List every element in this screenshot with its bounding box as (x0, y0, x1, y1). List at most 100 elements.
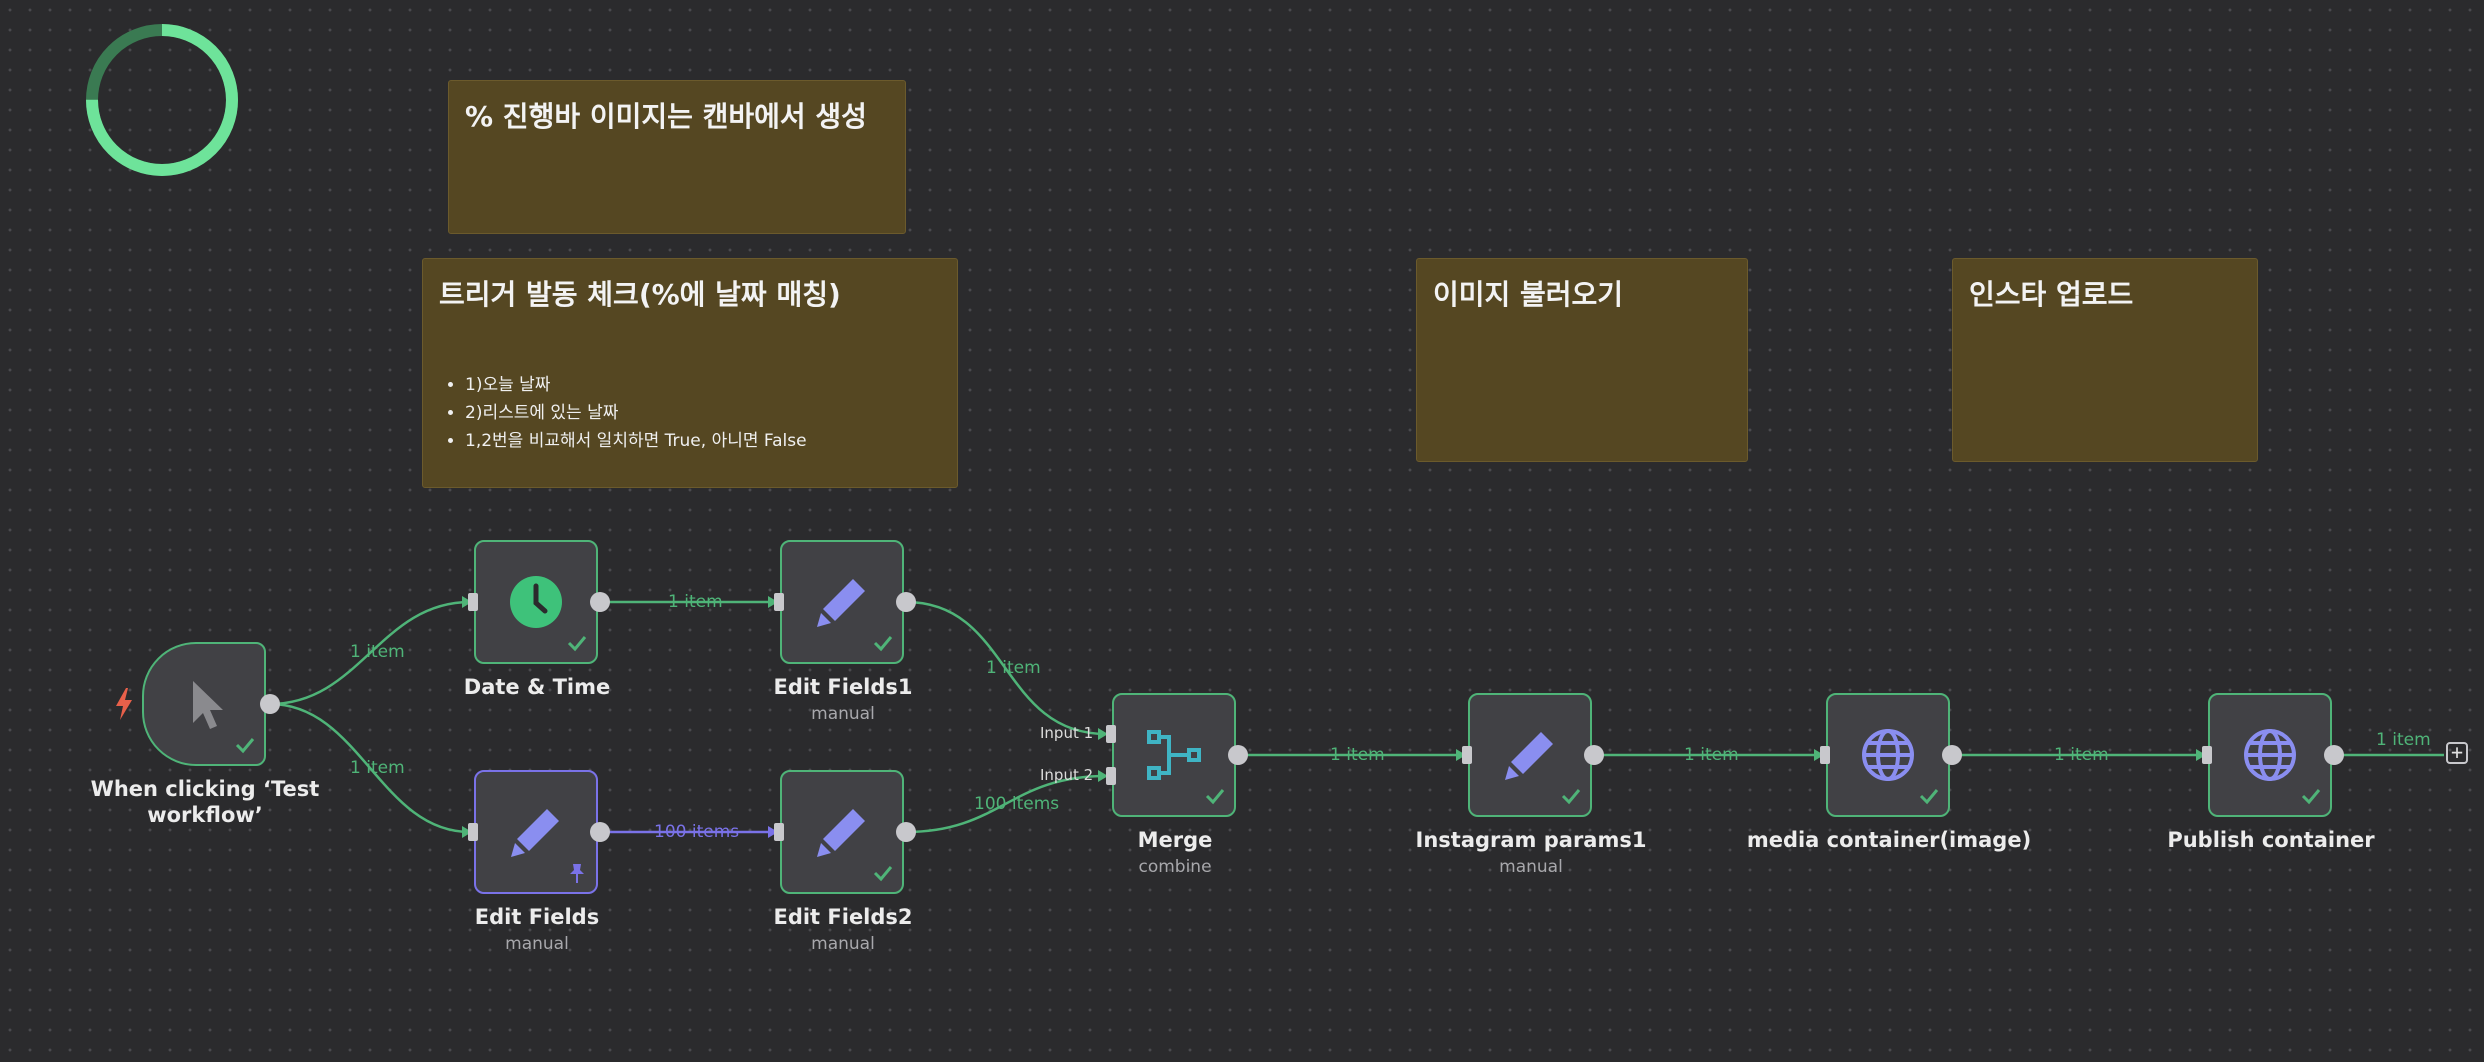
arrowhead (1456, 749, 1466, 761)
sticky-title: 트리거 발동 체크(%에 날짜 매칭) (439, 278, 841, 311)
edge-label: 1 item (668, 592, 723, 612)
input-label-1: Input 1 (1040, 724, 1094, 742)
sticky-note-trigger-check[interactable]: 트리거 발동 체크(%에 날짜 매칭) 1)오늘 날짜 2)리스트에 있는 날짜… (422, 258, 958, 488)
output-port[interactable] (590, 822, 610, 842)
output-port[interactable] (590, 592, 610, 612)
sticky-note-load-image[interactable]: 이미지 불러오기 (1416, 258, 1748, 462)
arrowhead (2196, 749, 2206, 761)
edge-label: 100 items (654, 822, 740, 842)
node-label: Edit Fields (474, 905, 600, 929)
node-trigger[interactable] (142, 642, 266, 766)
node-edit-fields1[interactable] (780, 540, 904, 664)
output-port[interactable] (896, 822, 916, 842)
input-port-1[interactable] (1106, 725, 1116, 743)
sticky-title: % 진행바 이미지는 캔바에서 생성 (465, 100, 867, 133)
node-label: Edit Fields2 (773, 905, 913, 929)
node-label: Edit Fields1 (773, 675, 913, 699)
arrowhead (1098, 728, 1108, 740)
edge-label: 1 item (1684, 745, 1739, 765)
input-port[interactable] (1820, 746, 1830, 764)
edge-editfields2-merge (905, 774, 1107, 834)
node-label: Instagram params1 (1415, 828, 1647, 852)
node-subtitle: manual (811, 704, 875, 724)
input-port[interactable] (468, 823, 478, 841)
sticky-title: 인스타 업로드 (1969, 278, 2134, 311)
sticky-bullet: 2)리스트에 있는 날짜 (465, 399, 941, 427)
input-port[interactable] (2202, 746, 2212, 764)
arrowhead (1098, 770, 1108, 782)
node-edit-fields2[interactable] (780, 770, 904, 894)
edge-label: 1 item (2376, 730, 2431, 750)
check-icon (873, 636, 893, 652)
lightning-icon (116, 688, 132, 720)
sticky-bullet: 1)오늘 날짜 (465, 371, 941, 399)
output-port[interactable] (2324, 745, 2344, 765)
check-icon (1205, 789, 1225, 805)
output-port[interactable] (1228, 745, 1248, 765)
check-icon (1919, 789, 1939, 805)
output-port[interactable] (896, 592, 916, 612)
arrowhead (768, 826, 778, 838)
node-merge[interactable] (1112, 693, 1236, 817)
sticky-bullet: 1,2번을 비교해서 일치하면 True, 아니면 False (465, 427, 941, 455)
add-node-button[interactable]: + (2446, 742, 2468, 764)
node-label: media container(image) (1746, 828, 2032, 852)
input-port-2[interactable] (1106, 767, 1116, 785)
check-icon (2301, 789, 2321, 805)
input-label-2: Input 2 (1040, 766, 1094, 784)
edge-label: 100 items (974, 794, 1060, 814)
arrowhead (462, 826, 472, 838)
node-subtitle: manual (1499, 857, 1563, 877)
pencil-icon (1505, 732, 1553, 780)
input-port[interactable] (774, 593, 784, 611)
sticky-note-insta-upload[interactable]: 인스타 업로드 (1952, 258, 2258, 462)
check-icon (567, 636, 587, 652)
globe-icon (1862, 729, 1914, 781)
node-label: Publish container (2167, 828, 2375, 852)
sticky-bullets: 1)오늘 날짜 2)리스트에 있는 날짜 1,2번을 비교해서 일치하면 Tru… (439, 371, 941, 455)
check-icon (873, 866, 893, 882)
cursor-icon (193, 681, 223, 729)
arrowhead (462, 596, 472, 608)
node-label: Merge (1137, 828, 1213, 852)
node-label: Date & Time (463, 675, 611, 699)
node-media-container[interactable] (1826, 693, 1950, 817)
loading-spinner (86, 24, 238, 176)
node-edit-fields[interactable] (474, 770, 598, 894)
sticky-title: 이미지 불러오기 (1433, 278, 1624, 311)
arrowhead (768, 596, 778, 608)
sticky-note-progress[interactable]: % 진행바 이미지는 캔바에서 생성 (448, 80, 906, 234)
edge-trigger-datetime (269, 600, 471, 706)
arrowhead (1814, 749, 1824, 761)
check-icon (235, 738, 255, 754)
edge-label: 1 item (986, 658, 1041, 678)
node-date-time[interactable] (474, 540, 598, 664)
edge-label: 1 item (350, 758, 405, 778)
pencil-icon (511, 809, 559, 857)
check-icon (1561, 789, 1581, 805)
output-port[interactable] (260, 694, 280, 714)
pencil-icon (817, 579, 865, 627)
node-subtitle: manual (811, 934, 875, 954)
pin-icon (570, 864, 584, 883)
output-port[interactable] (1942, 745, 1962, 765)
edge-label: 1 item (350, 642, 405, 662)
edge-label: 1 item (1330, 745, 1385, 765)
node-publish-container[interactable] (2208, 693, 2332, 817)
node-instagram-params1[interactable] (1468, 693, 1592, 817)
input-port[interactable] (468, 593, 478, 611)
clock-icon (510, 576, 562, 628)
globe-icon (2244, 729, 2296, 781)
edge-trigger-editfields (269, 702, 471, 834)
edge-editfields1-merge (905, 600, 1107, 736)
pencil-icon (817, 809, 865, 857)
input-port[interactable] (774, 823, 784, 841)
node-subtitle: manual (505, 934, 569, 954)
edge-label: 1 item (2054, 745, 2109, 765)
output-port[interactable] (1584, 745, 1604, 765)
node-subtitle: combine (1138, 857, 1212, 877)
input-port[interactable] (1462, 746, 1472, 764)
merge-icon (1147, 730, 1201, 780)
node-label: When clicking ‘Test workflow’ (90, 777, 320, 827)
